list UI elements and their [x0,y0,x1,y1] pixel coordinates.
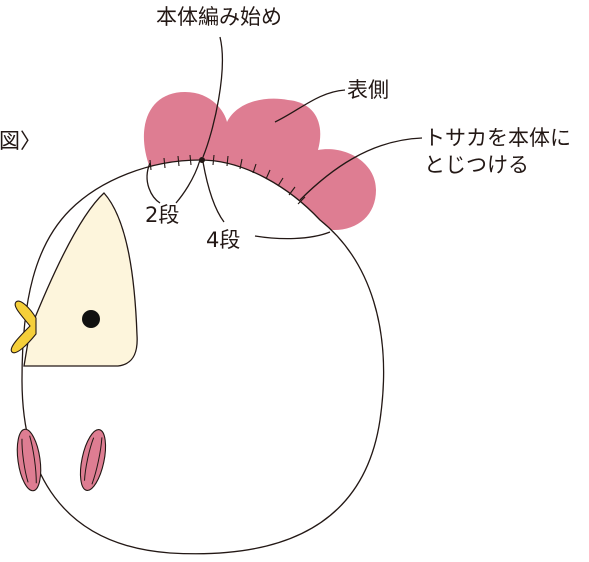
knit-start-leader [202,36,223,158]
row4-label: 4段 [206,228,240,252]
eye [82,310,100,328]
stitch-marks [149,154,306,205]
attach-label-line1: トサカを本体に [424,126,571,150]
title-fragment: 図〉 [0,129,41,153]
row2-leader [146,159,201,204]
attach-label-line2: とじつける [424,153,529,177]
row4-leader [202,161,331,240]
left-wing [16,428,42,492]
knit-start-label: 本体編み始め [156,5,282,29]
attach-leader [299,137,423,201]
knit-start-dot [199,157,205,163]
face-patch [23,192,138,367]
right-wing [79,429,107,491]
comb [143,92,376,231]
beak [10,300,37,354]
front-side-label: 表側 [347,78,389,102]
front-side-leader [274,89,346,123]
row2-label: 2段 [145,203,179,227]
